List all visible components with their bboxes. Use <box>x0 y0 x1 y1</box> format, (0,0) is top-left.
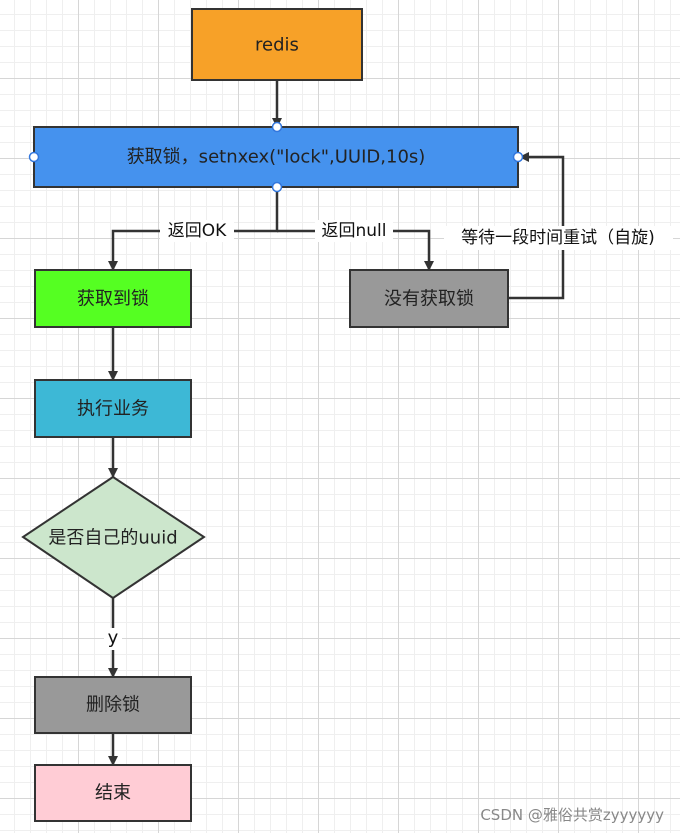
node-check-uuid-label: 是否自己的uuid <box>48 528 177 549</box>
node-no-lock-label: 没有获取锁 <box>384 289 474 310</box>
label-bg-retry <box>444 226 673 250</box>
edge-label-yes: y <box>108 628 119 649</box>
connection-point-right <box>512 151 524 163</box>
label-bg-return-null <box>315 220 393 242</box>
connection-point-top <box>271 121 283 133</box>
node-execute-label: 执行业务 <box>77 399 149 420</box>
watermark-text: CSDN @雅俗共赏zyyyyyy <box>480 806 664 824</box>
node-end-shape <box>34 764 192 822</box>
connection-point-bottom <box>271 181 283 193</box>
label-bg-yes <box>104 628 122 650</box>
node-redis-label: redis <box>255 35 299 56</box>
node-execute-shape <box>34 379 192 438</box>
edge-label-retry: 等待一段时间重试（自旋) <box>461 228 655 248</box>
node-delete-lock-shape <box>34 676 192 734</box>
node-check-uuid: 是否自己的uuid <box>21 475 206 600</box>
node-acquire-label: 获取锁，setnxex("lock",UUID,10s) <box>127 147 426 168</box>
node-got-lock: 获取到锁 <box>34 269 192 328</box>
node-end-label: 结束 <box>95 783 131 804</box>
connection-point-left <box>28 151 40 163</box>
node-no-lock-shape <box>349 269 509 328</box>
node-no-lock: 没有获取锁 <box>349 269 509 328</box>
node-got-lock-label: 获取到锁 <box>77 289 149 310</box>
edge-label-return-null: 返回null <box>322 221 387 241</box>
label-bg-return-ok <box>160 220 234 242</box>
node-end: 结束 <box>34 764 192 822</box>
node-got-lock-shape <box>34 269 192 328</box>
node-acquire-lock: 获取锁，setnxex("lock",UUID,10s) <box>28 121 524 193</box>
node-execute: 执行业务 <box>34 379 192 438</box>
node-redis-shape <box>191 8 363 81</box>
edge-label-return-ok: 返回OK <box>168 221 227 241</box>
node-delete-lock: 删除锁 <box>34 676 192 734</box>
node-check-uuid-shape <box>21 475 206 600</box>
node-redis: redis <box>191 8 363 81</box>
node-delete-lock-label: 删除锁 <box>86 695 140 716</box>
